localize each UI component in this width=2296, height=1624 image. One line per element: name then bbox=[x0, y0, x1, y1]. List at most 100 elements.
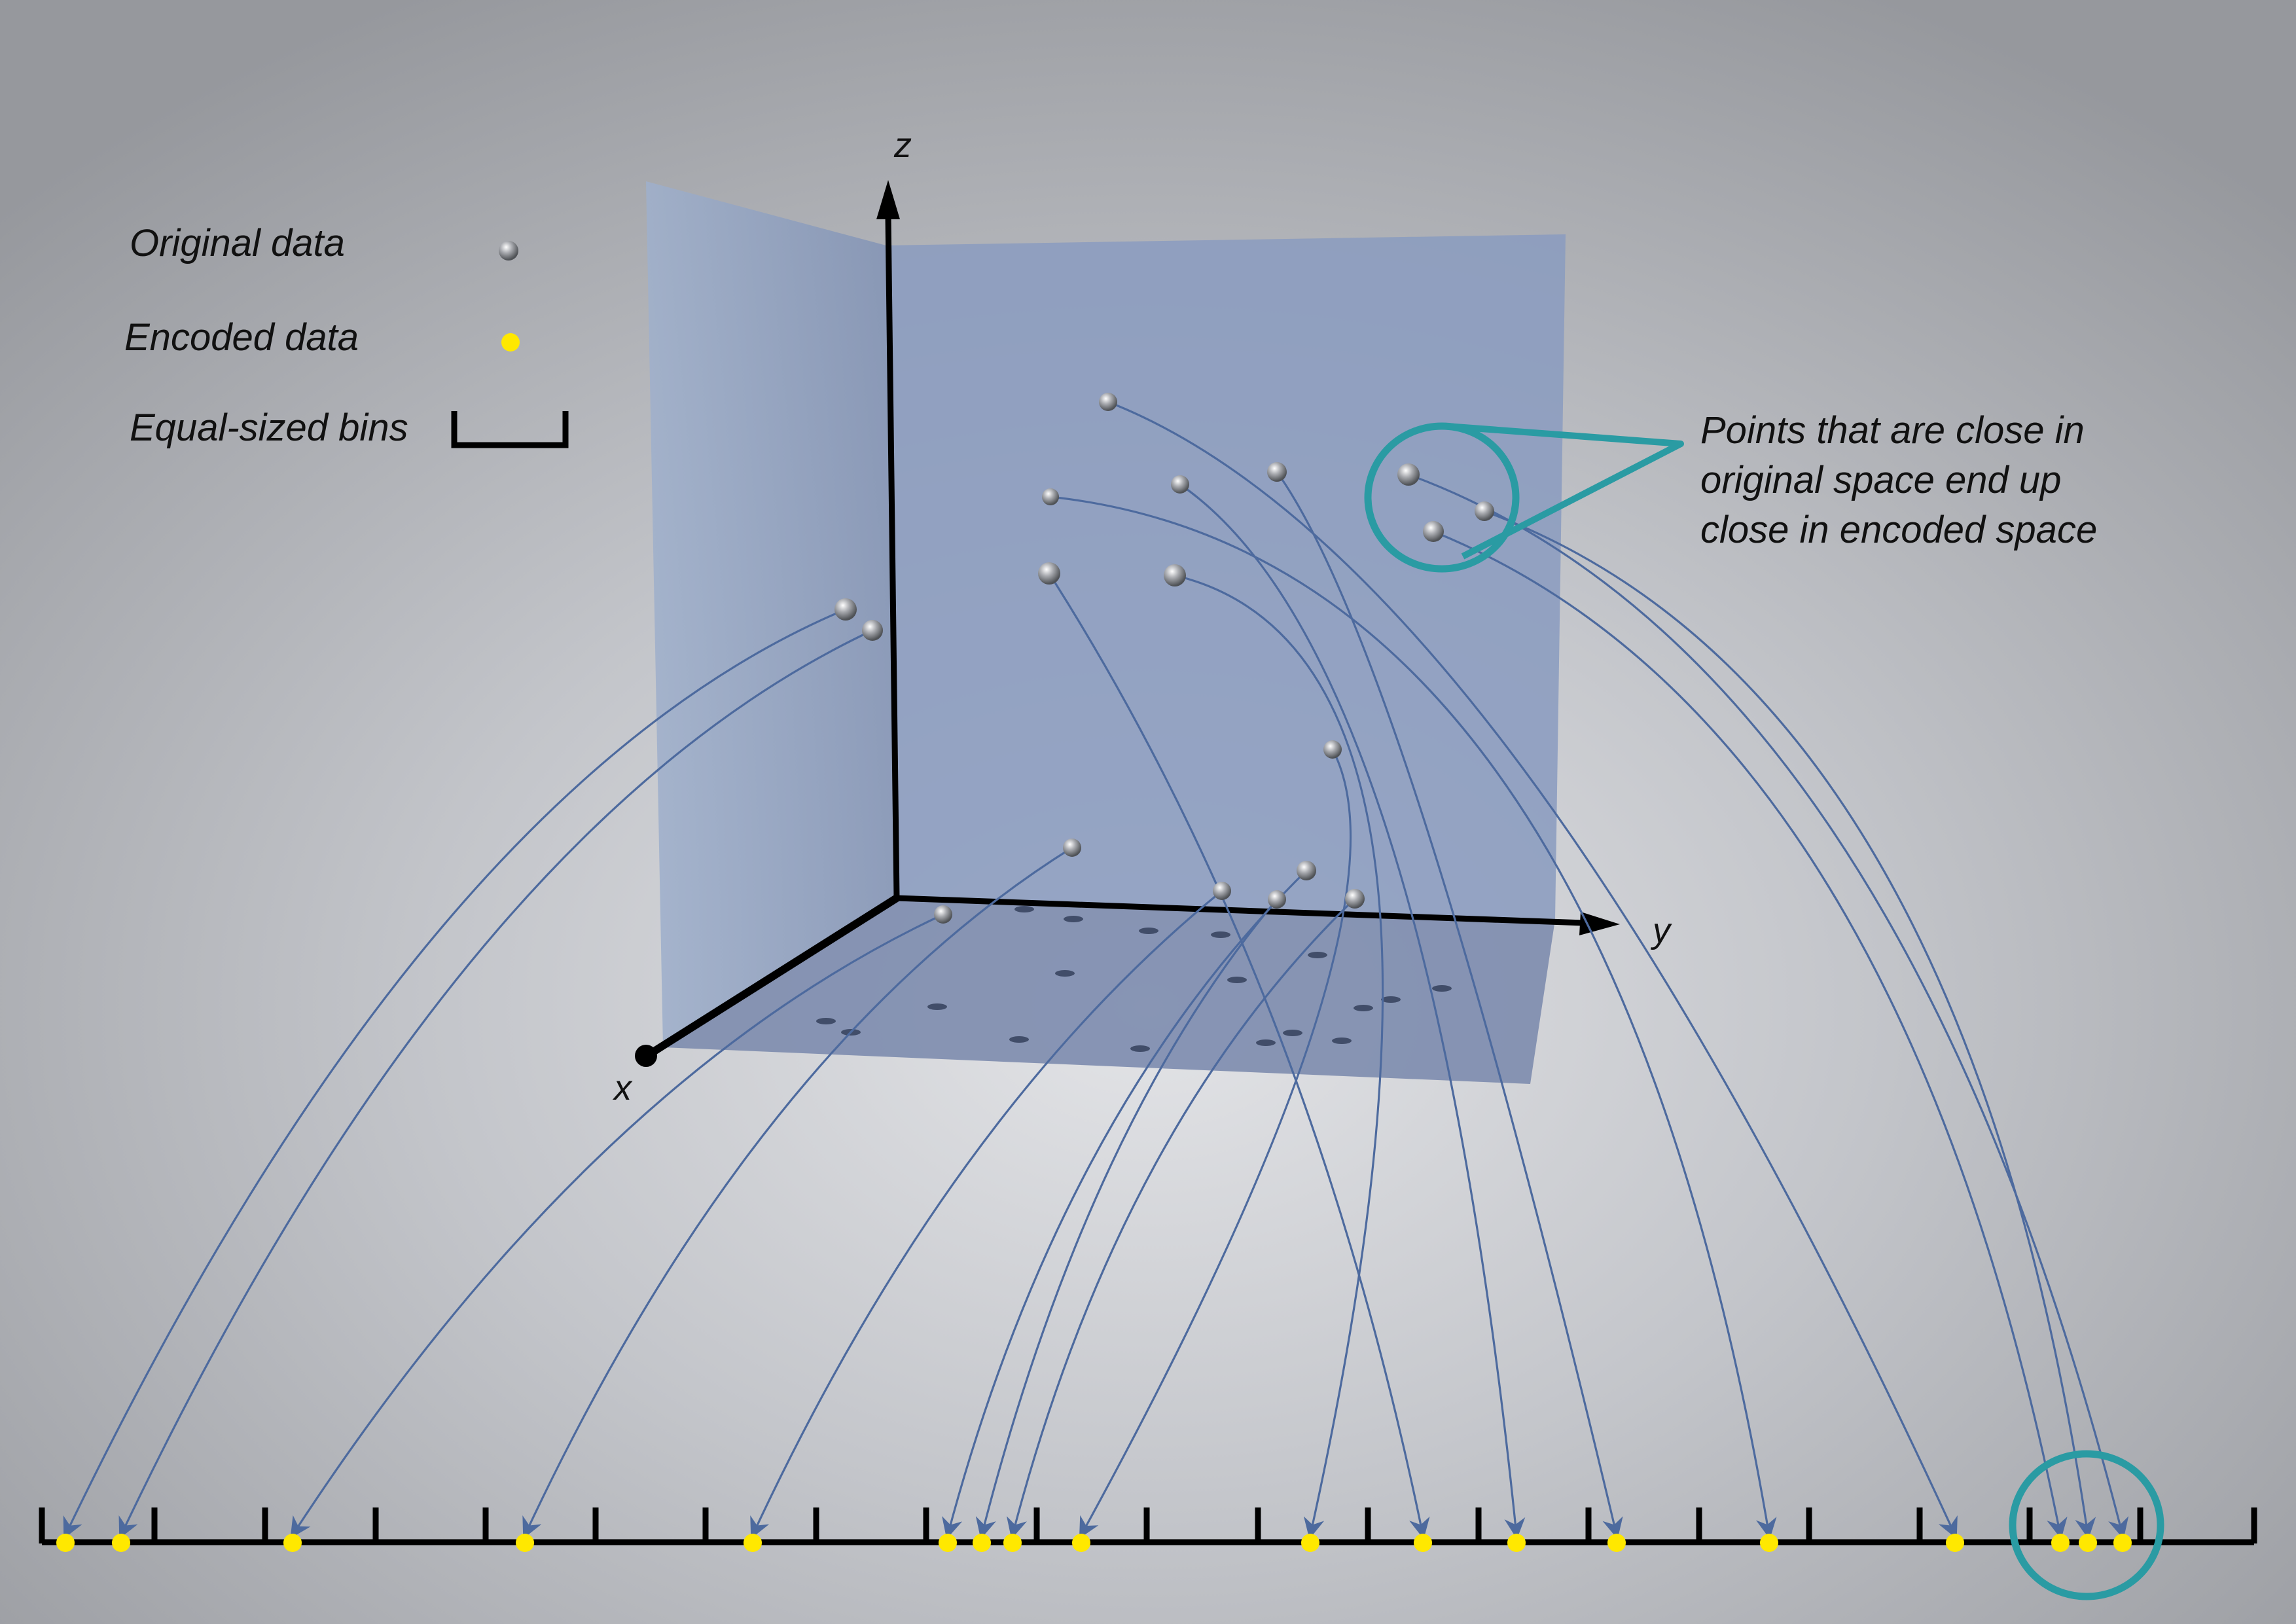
mapping-arrow bbox=[1050, 496, 1777, 1540]
floor-projection-mark bbox=[1354, 1005, 1373, 1011]
original-data-sphere bbox=[1475, 501, 1494, 521]
floor-projections bbox=[816, 906, 1452, 1052]
mapping-arrow bbox=[1079, 749, 1352, 1539]
encoded-data-dot bbox=[1607, 1534, 1626, 1552]
floor-projection-mark bbox=[1256, 1039, 1276, 1046]
mapping-arrow bbox=[1408, 473, 2129, 1540]
floor-projection-mark bbox=[1283, 1030, 1302, 1036]
mapping-arrows bbox=[63, 401, 2129, 1540]
encoded-data-dot bbox=[973, 1534, 991, 1552]
z-axis-arrow-icon bbox=[876, 180, 900, 219]
encoded-data-dot bbox=[1301, 1534, 1319, 1552]
encoded-cluster-ring bbox=[2009, 1450, 2164, 1600]
encoded-data-dot bbox=[1414, 1534, 1432, 1552]
bin-ticks bbox=[39, 1507, 2257, 1543]
original-data-sphere bbox=[1323, 740, 1342, 759]
mapping-arrow bbox=[290, 913, 944, 1539]
legend-original-sphere-icon bbox=[499, 241, 518, 261]
floor-projection-mark bbox=[816, 1018, 836, 1024]
encoded-data-dot bbox=[939, 1534, 957, 1552]
legend-encoded-label: Encoded data bbox=[124, 316, 359, 359]
mapping-arrow bbox=[1048, 573, 1430, 1540]
original-data-sphere bbox=[1099, 393, 1117, 411]
mapping-arrow bbox=[118, 629, 873, 1539]
z-axis bbox=[885, 215, 900, 899]
coordinate-planes bbox=[646, 181, 1566, 1084]
mapping-arrow bbox=[1174, 574, 1384, 1540]
mapping-arrow bbox=[1006, 897, 1356, 1540]
original-data-sphere bbox=[1397, 463, 1420, 486]
y-axis-label: y bbox=[1650, 911, 1672, 950]
mapping-arrow bbox=[1484, 510, 2096, 1540]
floor-projection-mark bbox=[1064, 916, 1083, 922]
x-axis-end-icon bbox=[635, 1045, 657, 1067]
floor-projection-mark bbox=[1332, 1038, 1352, 1044]
original-data-sphere bbox=[862, 620, 883, 641]
callout-text-line-1: Points that are close in bbox=[1700, 409, 2085, 452]
encoded-data-dot bbox=[2079, 1534, 2097, 1552]
mapping-arrow bbox=[63, 608, 846, 1539]
floor-projection-mark bbox=[1055, 970, 1075, 977]
x-axis bbox=[645, 894, 899, 1059]
legend-original-label: Original data bbox=[130, 222, 345, 264]
xy-plane bbox=[663, 898, 1555, 1084]
legend-bins-label: Equal-sized bins bbox=[130, 406, 408, 449]
legend-encoded-dot-icon bbox=[501, 333, 520, 352]
encoded-data-dot bbox=[1003, 1534, 1022, 1552]
yz-plane bbox=[886, 234, 1566, 920]
axes: z y x bbox=[612, 126, 1672, 1108]
mapping-arrow bbox=[975, 898, 1278, 1540]
original-data-points bbox=[834, 393, 1494, 924]
encoded-data-dot bbox=[1946, 1534, 1964, 1552]
encoded-data-dot bbox=[112, 1534, 130, 1552]
floor-projection-mark bbox=[1211, 931, 1230, 938]
floor-projection-mark bbox=[1009, 1036, 1029, 1043]
mapping-arrow bbox=[1179, 483, 1526, 1540]
mapping-arrow bbox=[522, 846, 1073, 1539]
original-data-sphere bbox=[1345, 889, 1365, 909]
encoded-data-dot bbox=[1507, 1534, 1526, 1552]
callout-text-line-3: close in encoded space bbox=[1700, 509, 2097, 551]
mapping-arrow bbox=[1433, 530, 2068, 1540]
callout-cluster-ring bbox=[1364, 422, 1520, 573]
floor-projection-mark bbox=[1014, 906, 1034, 912]
floor-projection-mark bbox=[927, 1003, 947, 1010]
encoded-data-dot bbox=[744, 1534, 762, 1552]
encoded-data-dot bbox=[2113, 1534, 2132, 1552]
encoded-data-dot bbox=[283, 1534, 302, 1552]
encoded-data-dot bbox=[56, 1534, 75, 1552]
floor-projection-mark bbox=[1227, 977, 1247, 983]
mapping-arrow bbox=[1276, 471, 1623, 1540]
floor-projection-mark bbox=[1130, 1045, 1150, 1052]
encoded-data-points bbox=[56, 1534, 2132, 1552]
encoded-data-dot bbox=[1072, 1534, 1090, 1552]
y-axis bbox=[896, 895, 1585, 926]
original-data-sphere bbox=[934, 905, 952, 924]
original-data-sphere bbox=[1213, 882, 1231, 900]
encoded-axis bbox=[39, 1507, 2257, 1552]
callout-pointer bbox=[1446, 423, 1684, 560]
original-data-sphere bbox=[1268, 890, 1286, 909]
original-data-sphere bbox=[1063, 839, 1081, 857]
original-data-sphere bbox=[1267, 462, 1287, 482]
mapping-arrow bbox=[942, 869, 1308, 1540]
floor-projection-mark bbox=[1432, 985, 1452, 992]
legend: Original data Encoded data Equal-sized b… bbox=[124, 222, 569, 449]
legend-bin-bracket-icon bbox=[451, 411, 569, 448]
callout: Points that are close in original space … bbox=[1364, 409, 2164, 1600]
original-data-sphere bbox=[1042, 488, 1059, 505]
z-axis-label: z bbox=[893, 126, 912, 165]
callout-text-line-2: original space end up bbox=[1700, 459, 2061, 501]
xz-plane bbox=[646, 181, 897, 1047]
original-data-sphere bbox=[834, 598, 857, 621]
x-axis-label: x bbox=[612, 1068, 633, 1108]
floor-projection-mark bbox=[1308, 952, 1327, 958]
encoded-data-dot bbox=[1760, 1534, 1778, 1552]
original-data-sphere bbox=[1171, 475, 1189, 494]
original-data-sphere bbox=[1038, 562, 1060, 585]
mapping-arrow bbox=[1107, 401, 1958, 1539]
floor-projection-mark bbox=[1139, 928, 1158, 934]
floor-projection-mark bbox=[1381, 996, 1401, 1003]
original-data-sphere bbox=[1297, 861, 1316, 880]
